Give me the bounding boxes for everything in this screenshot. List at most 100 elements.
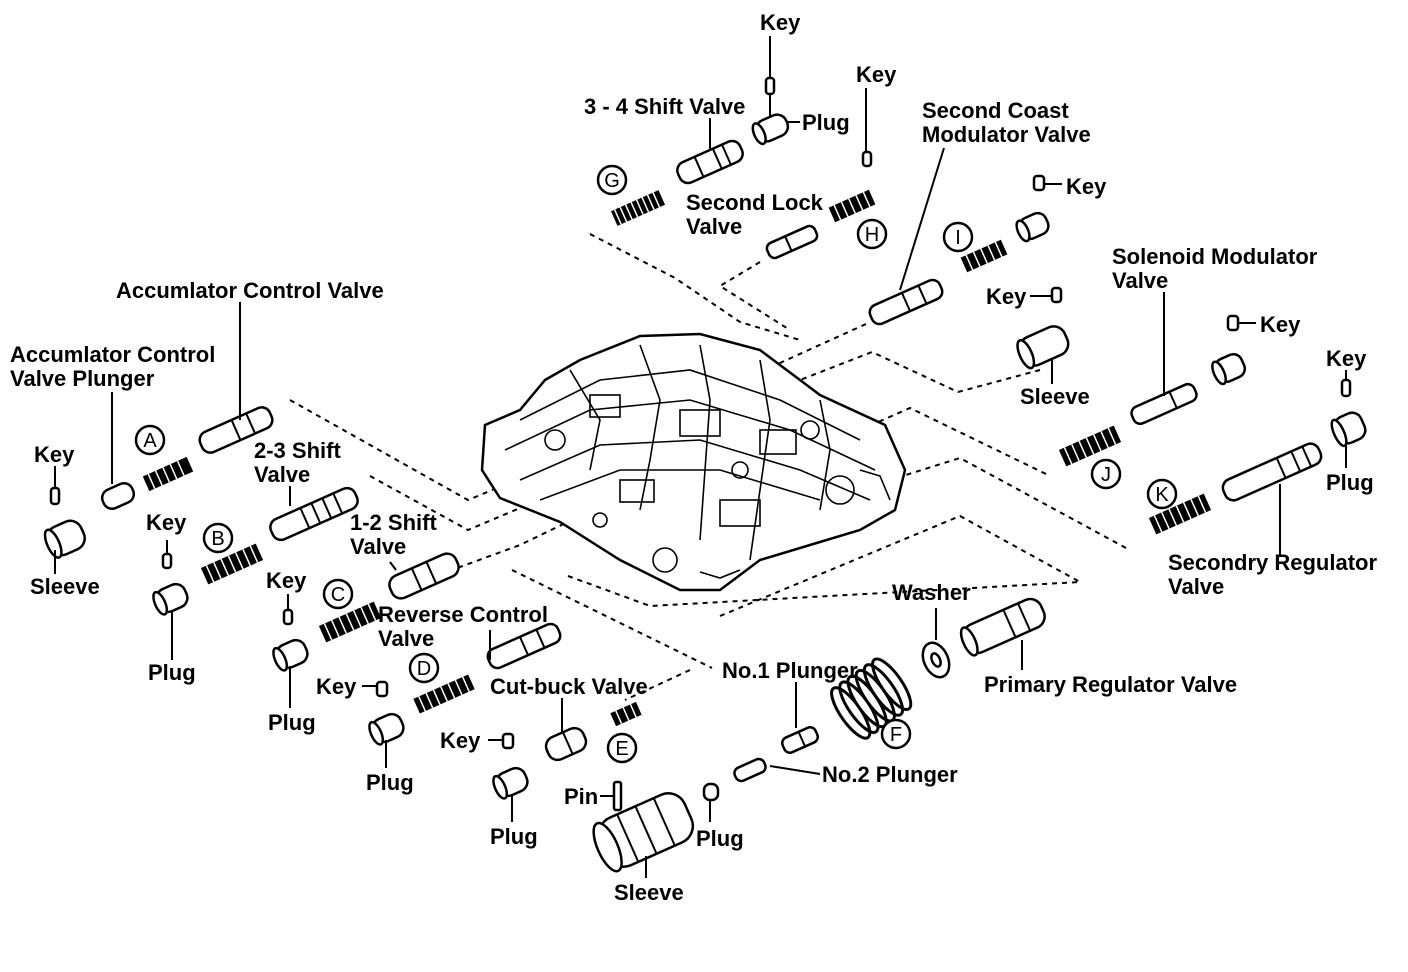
label-reverse-control-2: Valve — [378, 626, 434, 651]
svg-text:H: H — [865, 224, 879, 246]
callout-i: I — [942, 221, 974, 253]
key-solenoid-part — [1226, 314, 1240, 332]
key-left-part — [49, 486, 61, 506]
valve-body — [480, 332, 907, 592]
valve-parts — [43, 76, 1367, 873]
label-secondary-regulator-1: Secondry Regulator — [1168, 550, 1377, 575]
plug-d-part — [368, 712, 405, 746]
plug-solenoid-part — [1211, 352, 1247, 386]
spring-d — [413, 674, 475, 714]
label-acc-plunger-1: Accumlator Control — [10, 342, 215, 367]
spring-b — [200, 543, 264, 585]
callouts: G H I A B C D E F J K — [134, 164, 1178, 764]
label-key-far-right: Key — [1326, 346, 1367, 371]
spring-j — [1058, 425, 1122, 467]
no2-plunger-part — [733, 757, 767, 783]
label-sleeve-left: Sleeve — [30, 574, 100, 599]
label-plug-b: Plug — [148, 660, 196, 685]
label-second-coast-1: Second Coast — [922, 98, 1069, 123]
label-key-d: Key — [316, 674, 357, 699]
callout-b: B — [202, 522, 234, 554]
label-key-solenoid: Key — [1260, 312, 1301, 337]
acc-control-valve-part — [198, 406, 274, 454]
shift-valve-23-part — [269, 486, 359, 542]
callout-k: K — [1146, 478, 1178, 510]
label-secondary-regulator-2: Valve — [1168, 574, 1224, 599]
key-far-right-part — [1340, 378, 1352, 398]
svg-text:G: G — [604, 170, 620, 192]
key-i-part — [1032, 174, 1046, 192]
key-top-part — [764, 76, 776, 96]
key-b-part — [161, 552, 173, 570]
sleeve-right-part — [1016, 325, 1070, 370]
label-solenoid-modulator-2: Valve — [1112, 268, 1168, 293]
label-key-i: Key — [1066, 174, 1107, 199]
label-key-b: Key — [146, 510, 187, 535]
plug-top-part — [751, 113, 790, 146]
label-plug-d: Plug — [366, 770, 414, 795]
second-coast-valve-part — [868, 278, 944, 326]
label-plug-c: Plug — [268, 710, 316, 735]
label-cutback-valve: Cut-buck Valve — [490, 674, 648, 699]
pin-part — [612, 780, 623, 812]
plug-e-part — [492, 766, 529, 800]
label-shift-valve-23-1: 2-3 Shift — [254, 438, 341, 463]
label-pin: Pin — [564, 784, 598, 809]
label-no2-plunger: No.2 Plunger — [822, 762, 958, 787]
svg-text:D: D — [417, 658, 431, 680]
sleeve-bottom-part — [592, 792, 695, 873]
part-labels: Key 3 - 4 Shift Valve Plug Key Second Co… — [10, 10, 1377, 905]
sleeve-left-part — [43, 519, 86, 559]
label-plug-bottom: Plug — [696, 826, 744, 851]
plug-c-part — [272, 638, 309, 672]
svg-text:K: K — [1155, 484, 1169, 506]
label-shift-valve-12-1: 1-2 Shift — [350, 510, 437, 535]
spring-c — [318, 601, 382, 643]
spring-g — [610, 190, 666, 226]
label-washer: Washer — [892, 580, 971, 605]
callout-h: H — [856, 218, 888, 250]
key-c-part — [282, 608, 294, 626]
spring-e — [610, 701, 642, 727]
label-key-h: Key — [856, 62, 897, 87]
springs — [142, 189, 1212, 740]
callout-f: F — [880, 718, 912, 750]
label-second-lock-1: Second Lock — [686, 190, 824, 215]
label-acc-plunger-2: Valve Plunger — [10, 366, 155, 391]
shift-valve-12-part — [388, 552, 460, 600]
solenoid-modulator-valve-part — [1130, 382, 1198, 426]
label-second-lock-2: Valve — [686, 214, 742, 239]
label-reverse-control-1: Reverse Control — [378, 602, 548, 627]
callout-j: J — [1090, 458, 1122, 490]
key-sleeve-right-part — [1050, 286, 1063, 304]
leader-lines — [54, 36, 1347, 878]
label-solenoid-modulator-1: Solenoid Modulator — [1112, 244, 1318, 269]
label-sleeve-bottom: Sleeve — [614, 880, 684, 905]
label-plug-top: Plug — [802, 110, 850, 135]
acc-plunger-part — [100, 481, 136, 511]
label-plug-far-right: Plug — [1326, 470, 1374, 495]
key-d-part — [375, 680, 389, 698]
spring-i — [960, 239, 1008, 273]
key-e-part — [501, 732, 515, 750]
label-key-sleeve-right: Key — [986, 284, 1027, 309]
label-plug-e: Plug — [490, 824, 538, 849]
callout-c: C — [322, 578, 354, 610]
label-key-e: Key — [440, 728, 481, 753]
label-second-coast-2: Modulator Valve — [922, 122, 1091, 147]
second-lock-valve-part — [765, 224, 819, 260]
label-shift-valve-23-2: Valve — [254, 462, 310, 487]
plug-far-right-part — [1330, 411, 1367, 448]
label-key-c: Key — [266, 568, 307, 593]
assembly-dashed-lines — [289, 233, 1127, 701]
no1-plunger-part — [780, 726, 820, 754]
svg-text:E: E — [615, 738, 628, 760]
spring-h — [828, 189, 876, 223]
secondary-regulator-valve-part — [1221, 442, 1323, 502]
spring-f — [830, 657, 913, 740]
svg-text:J: J — [1101, 464, 1111, 486]
svg-text:C: C — [331, 584, 345, 606]
plug-bottom-part — [702, 782, 720, 802]
label-key-left: Key — [34, 442, 75, 467]
